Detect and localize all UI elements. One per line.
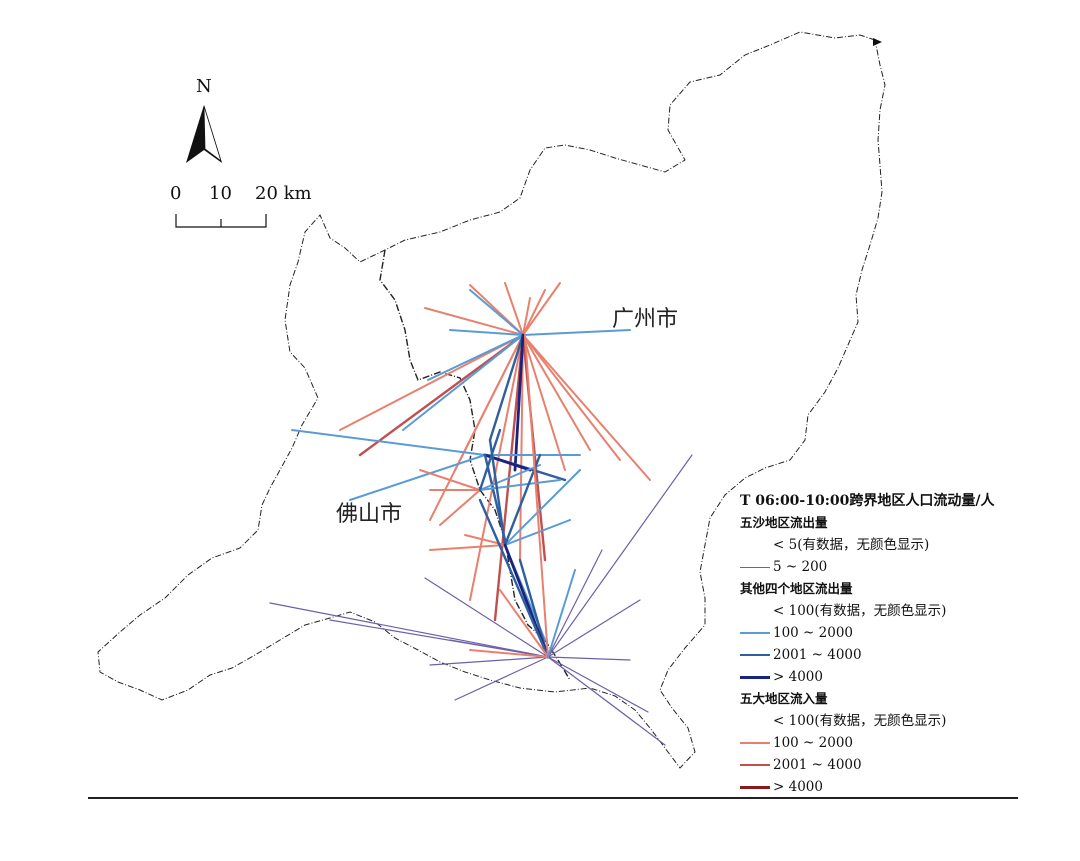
flow-line (419, 469, 481, 491)
legend-item: < 100(有数据，无颜色显示) (740, 710, 1040, 732)
legend-item: 2001 ~ 4000 (740, 754, 1040, 776)
flow-line (469, 289, 524, 336)
flow-line (349, 454, 486, 501)
flow-line (547, 656, 649, 713)
legend-title: T 06:00-10:00跨界地区人口流动量/人 (740, 493, 995, 509)
flow-line (449, 329, 524, 336)
flow-line (479, 464, 541, 491)
flow-line (449, 639, 549, 658)
flow-line (547, 569, 576, 658)
legend-item-label: 2001 ~ 4000 (773, 757, 862, 773)
flow-line (478, 498, 550, 659)
scale-label-0: 0 (170, 183, 182, 204)
legend-swatch (740, 566, 770, 568)
bottom-divider (88, 797, 1018, 799)
city-label-guangzhou: 广州市 (612, 307, 679, 332)
legend-swatch (740, 742, 770, 744)
flow-line (488, 333, 525, 442)
flow-line (358, 333, 525, 457)
flow-line (429, 544, 506, 551)
legend-item: 2001 ~ 4000 (740, 644, 1040, 666)
region-boundary (97, 31, 886, 769)
scale-bar (175, 214, 267, 228)
legend-item-label: 100 ~ 2000 (773, 625, 854, 641)
flow-line (488, 438, 507, 547)
flow-line (454, 656, 549, 701)
legend-item-label: < 100(有数据，无颜色显示) (773, 713, 947, 729)
legend-item: > 4000 (740, 666, 1040, 688)
flow-line (504, 519, 571, 546)
flow-line (269, 602, 549, 658)
flow-line (522, 289, 546, 336)
flow-line (519, 334, 524, 561)
legend-item: 100 ~ 2000 (740, 622, 1040, 644)
flow-line (522, 334, 566, 471)
legend-swatch (740, 632, 770, 634)
flow-line (547, 549, 603, 658)
legend-item: < 100(有数据，无颜色显示) (740, 600, 1040, 622)
legend-section-heading: 五大地区流入量 (740, 691, 828, 706)
flow-line (439, 489, 481, 526)
flow-line (522, 334, 621, 461)
flow-line (291, 429, 486, 456)
legend-item: < 5(有数据，无颜色显示) (740, 534, 1040, 556)
flow-line (513, 333, 525, 472)
legend-item: 100 ~ 2000 (740, 732, 1040, 754)
flow-line (429, 656, 549, 666)
legend-section-heading: 五沙地区流出量 (740, 515, 828, 530)
legend-item-label: < 100(有数据，无颜色显示) (773, 603, 947, 619)
legend-swatch (740, 785, 770, 789)
flow-line (478, 428, 502, 492)
flow-line (547, 656, 631, 661)
flow-line (339, 334, 524, 431)
legend-item-label: < 5(有数据，无颜色显示) (773, 537, 930, 553)
north-arrow-icon (186, 105, 222, 163)
flow-line (522, 334, 651, 481)
flow-line (504, 469, 581, 546)
flow-line (427, 334, 524, 381)
flow-line (522, 334, 591, 451)
flow-line (522, 282, 561, 336)
legend: T 06:00-10:00跨界地区人口流动量/人 五沙地区流出量 < 5(有数据，… (740, 490, 1040, 798)
city-divider-boundary (379, 249, 571, 681)
legend-item-label: > 4000 (773, 669, 823, 685)
flow-line (499, 589, 549, 658)
flow-line (424, 577, 549, 658)
north-label: N (196, 76, 212, 97)
flow-line (504, 282, 524, 336)
flow-line (424, 307, 524, 336)
flow-line (518, 558, 550, 659)
legend-item: 5 ~ 200 (740, 556, 1040, 578)
legend-item: > 4000 (740, 776, 1040, 798)
flow-line (454, 334, 524, 471)
flow-line (522, 329, 631, 336)
flow-line (547, 599, 641, 658)
flow-line (469, 649, 549, 658)
city-label-foshan: 佛山市 (336, 502, 403, 527)
flow-line (524, 334, 549, 658)
legend-swatch (740, 764, 770, 766)
legend-swatch (740, 675, 770, 679)
flow-line (469, 334, 524, 601)
flow-line (402, 334, 524, 431)
legend-item-label: > 4000 (773, 779, 823, 795)
legend-sections: 五沙地区流出量 < 5(有数据，无颜色显示) 5 ~ 200 其他四个地区流出量 < 1… (740, 512, 1040, 798)
flow-line (522, 297, 531, 336)
ne-corner-marker (873, 38, 882, 46)
scale-label-10: 10 (209, 183, 232, 204)
flow-lines (269, 282, 693, 746)
legend-swatch (740, 654, 770, 656)
flow-line (547, 454, 693, 658)
flow-line (547, 656, 666, 746)
legend-item-label: 100 ~ 2000 (773, 735, 854, 751)
legend-section-heading: 其他四个地区流出量 (740, 581, 853, 596)
legend-item-label: 2001 ~ 4000 (773, 647, 862, 663)
legend-item-label: 5 ~ 200 (773, 559, 828, 575)
scale-label-20: 20 km (255, 183, 312, 204)
flow-line (479, 479, 561, 491)
